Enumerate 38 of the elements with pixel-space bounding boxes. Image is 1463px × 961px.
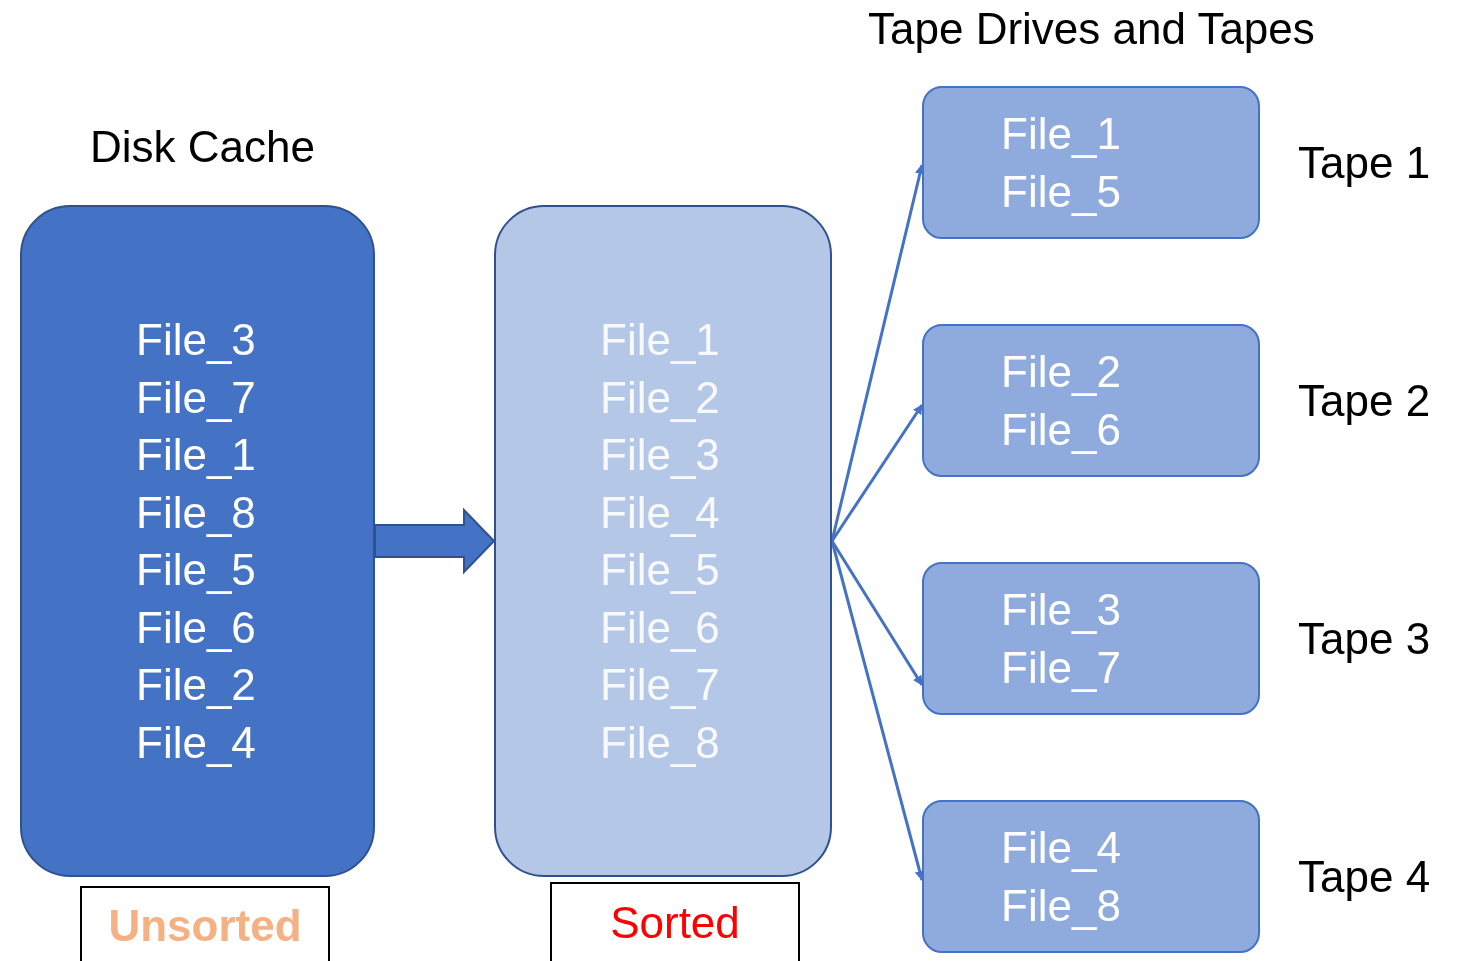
file-name: File_7 (136, 371, 256, 424)
status-tag (550, 882, 800, 961)
tape-label: Tape 3 (1298, 613, 1431, 664)
file-name: File_7 (1001, 641, 1121, 694)
tape-label: Tape 4 (1298, 851, 1431, 902)
file-name: Sorted (610, 898, 740, 948)
file-name: File_8 (136, 486, 256, 539)
heading: Disk Cache (90, 122, 315, 172)
file-name: File_3 (136, 314, 256, 366)
file-name: File_5 (136, 544, 256, 596)
file-list-box (494, 205, 832, 877)
arrow (830, 404, 924, 542)
file-name: File_7 (600, 659, 720, 711)
file-name: File_2 (600, 371, 720, 424)
file-name: File_6 (1001, 403, 1121, 456)
file-list-box (20, 205, 375, 877)
status-tag (80, 886, 330, 961)
file-name: File_8 (1001, 879, 1121, 932)
file-name: File_1 (1001, 107, 1121, 160)
file-name: File_4 (1001, 821, 1121, 874)
file-name: File_1 (600, 314, 720, 366)
file-name: File_6 (600, 601, 720, 654)
file-name: File_5 (600, 544, 720, 596)
file-name: File_1 (136, 429, 256, 481)
file-name: File_2 (136, 659, 256, 711)
tape-label: Tape 1 (1298, 137, 1431, 188)
file-name: File_4 (136, 716, 256, 769)
file-name: File_3 (600, 429, 720, 481)
heading: Tape Drives and Tapes (868, 4, 1315, 54)
file-name: File_5 (1001, 165, 1121, 218)
file-name: Unsorted (108, 901, 302, 951)
file-name: File_2 (1001, 345, 1121, 398)
file-name: File_3 (1001, 583, 1121, 636)
file-name: File_4 (600, 486, 720, 539)
block-arrow (374, 507, 496, 575)
file-name: File_8 (600, 716, 720, 769)
tape-label: Tape 2 (1298, 375, 1431, 426)
file-name: File_6 (136, 601, 256, 654)
